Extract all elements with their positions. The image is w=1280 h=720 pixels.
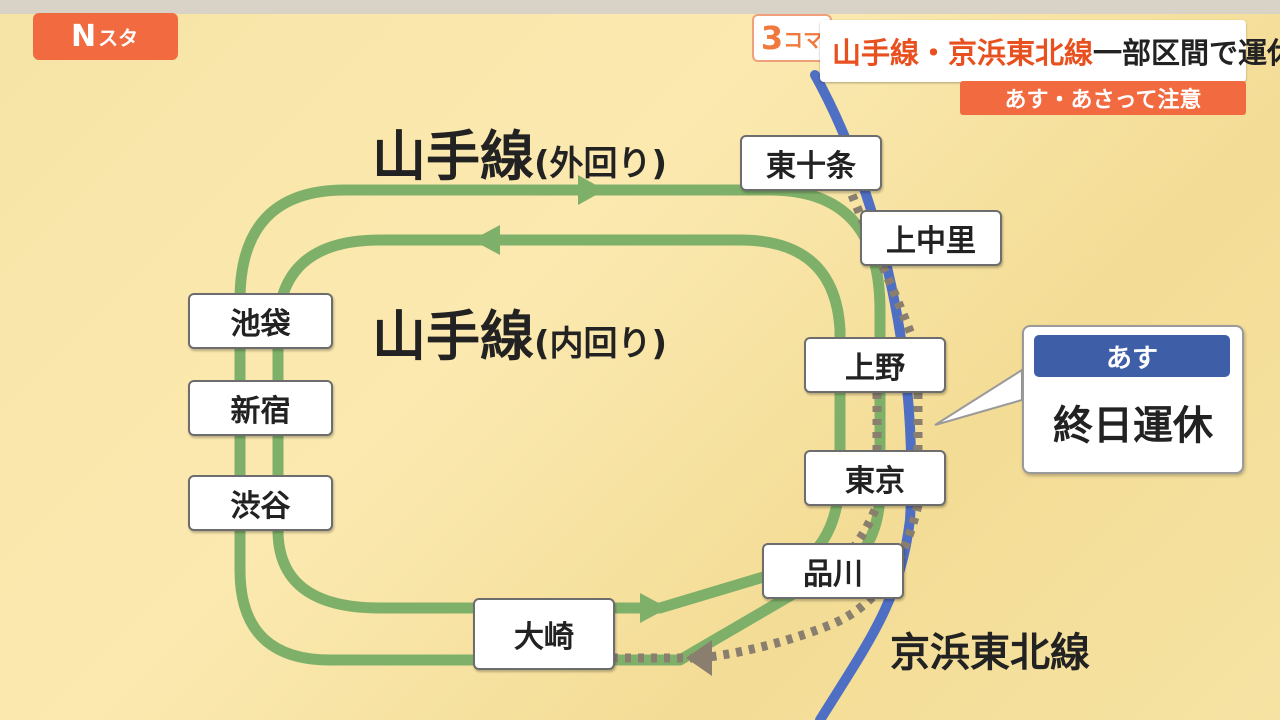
- callout-day-tag: あす: [1034, 335, 1230, 377]
- inner-loop-title: 山手線(内回り): [372, 292, 667, 371]
- outer-loop-suffix: (外回り): [534, 144, 668, 184]
- headline-highlight: 山手線・京浜東北線: [832, 36, 1094, 70]
- station-kaminakazato: 上中里: [860, 210, 1002, 266]
- headline-rest: 一部区間で運休: [1093, 36, 1280, 70]
- inner-loop-suffix: (内回り): [534, 324, 668, 364]
- inner-south-arrow: [640, 593, 668, 623]
- station-tokyo: 東京: [804, 450, 946, 506]
- callout-pointer: [934, 368, 1023, 426]
- keihin-tohoku-label: 京浜東北線: [890, 630, 1090, 676]
- callout-status: 終日運休: [1053, 403, 1213, 449]
- station-higashi-jujo: 東十条: [740, 135, 882, 191]
- suspended-direction-arrow: [686, 640, 712, 676]
- segment-badge: 3 コマ: [752, 14, 832, 62]
- logo-text: スタ: [98, 26, 139, 50]
- station-shinagawa: 品川: [762, 543, 904, 599]
- suspension-callout: あす 終日運休: [1022, 325, 1244, 474]
- inner-loop-name: 山手線: [372, 305, 534, 368]
- subheadline: あす・あさって注意: [960, 81, 1246, 115]
- station-shibuya: 渋谷: [188, 475, 333, 531]
- top-strip: [0, 0, 1280, 14]
- program-logo: N スタ: [33, 13, 178, 60]
- logo-mark: N: [71, 19, 97, 54]
- station-ueno: 上野: [804, 337, 946, 393]
- station-shinjuku: 新宿: [188, 380, 333, 436]
- outer-loop-title: 山手線(外回り): [372, 112, 667, 191]
- station-osaki: 大崎: [473, 598, 615, 670]
- station-ikebukuro: 池袋: [188, 293, 333, 349]
- news-ticker: 3 コマ 山手線・京浜東北線 一部区間で運休 あす・あさって注意: [752, 14, 1280, 124]
- outer-loop-name: 山手線: [372, 125, 534, 188]
- outer-direction-arrow: [578, 175, 605, 205]
- headline: 山手線・京浜東北線 一部区間で運休: [820, 20, 1280, 82]
- inner-direction-arrow: [472, 225, 500, 255]
- suspended-section-north: [847, 193, 920, 347]
- segment-unit: コマ: [783, 27, 824, 52]
- segment-number: 3: [760, 19, 784, 57]
